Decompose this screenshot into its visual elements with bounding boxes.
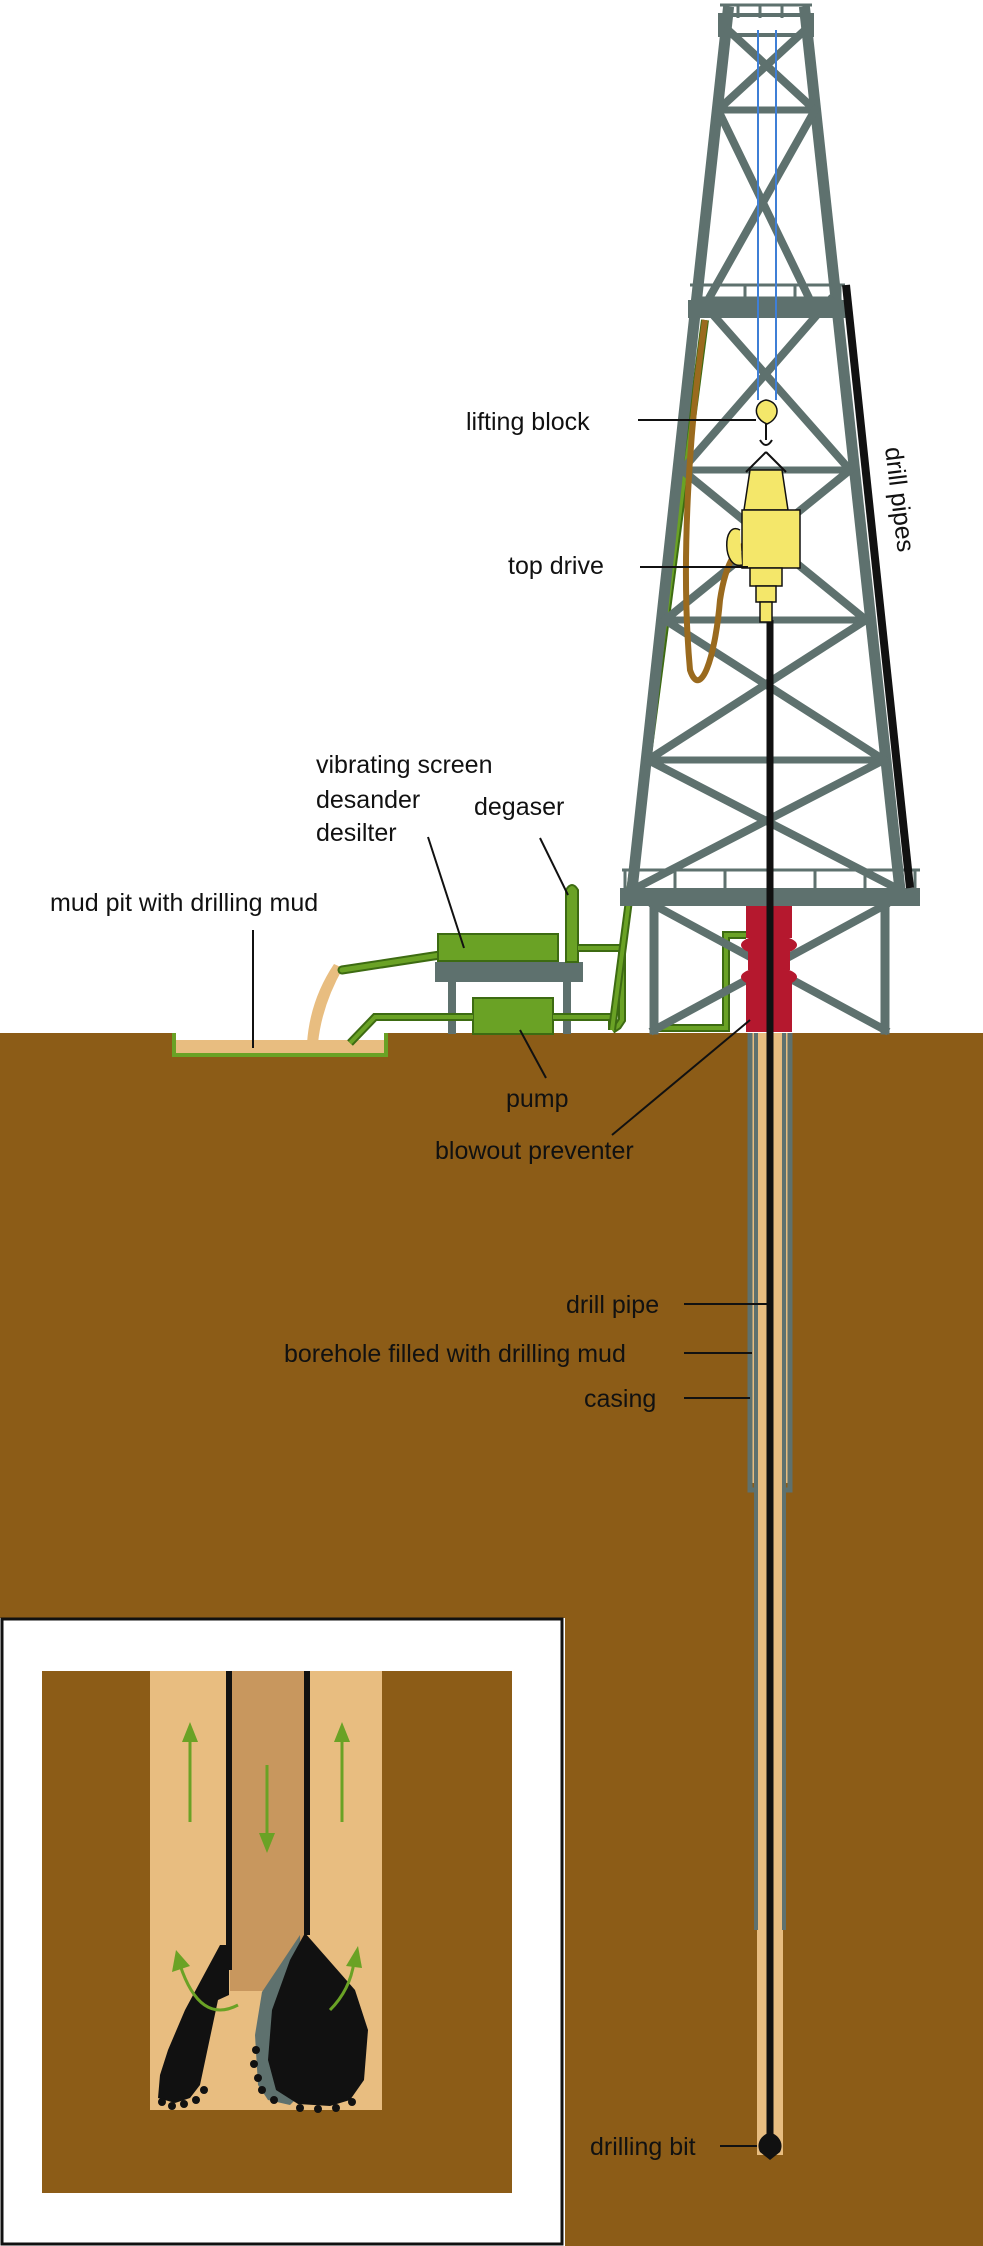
label-drilling-bit: drilling bit [590, 2133, 696, 2161]
inset-bit-cone-left [158, 1945, 229, 2103]
stacked-drill-pipes [842, 284, 914, 889]
suction-line-inner [348, 1015, 473, 1045]
ground [0, 1033, 983, 2246]
label-desilter: desilter [316, 819, 397, 847]
soil [0, 1033, 983, 2246]
labels: lifting block top drive drill pipes vibr… [50, 408, 920, 2161]
arrow-down-icon [259, 1833, 275, 1853]
arrow-curve-icon [346, 1946, 362, 1968]
label-casing: casing [584, 1385, 656, 1413]
degaser-unit [565, 884, 579, 963]
mud-return-stream [307, 964, 343, 1043]
casing-shoulder-right [785, 1480, 793, 1493]
label-top-drive: top drive [508, 552, 604, 580]
label-blowout-preventer: blowout preventer [435, 1137, 634, 1165]
label-vibrating-screen: vibrating screen [316, 751, 492, 779]
mud-pit-outline [172, 1033, 388, 1057]
return-line-inner [339, 952, 443, 973]
lifting-block-shape [755, 399, 778, 446]
label-desander: desander [316, 786, 420, 814]
pump-discharge-line-inner [553, 1015, 614, 1030]
label-degaser: degaser [474, 793, 564, 821]
stand-leg [563, 980, 571, 1034]
arrow-curve-icon [172, 1950, 190, 1972]
arrow-up-icon [334, 1722, 350, 1742]
equipment-platform [435, 962, 583, 982]
mud-equipment [337, 319, 746, 1046]
flow-line-inner [650, 933, 746, 1030]
drill-bit-shape [758, 2132, 782, 2160]
label-drill-pipes: drill pipes [879, 445, 920, 553]
inset-bit-cone-right [268, 1933, 368, 2106]
drill-lines [757, 30, 777, 400]
label-mud-pit: mud pit with drilling mud [50, 889, 318, 917]
label-drill-pipe: drill pipe [566, 1291, 659, 1319]
casing-shoulder-left [747, 1480, 755, 1493]
mud-pit-mud [176, 1040, 384, 1053]
bit-closeup-inset [0, 1617, 564, 2246]
crown-block [718, 3, 814, 37]
pump-unit [472, 997, 554, 1035]
arrow-up-icon [182, 1722, 198, 1742]
top-drive-shape [726, 451, 801, 623]
stand-leg [448, 980, 456, 1034]
mud-pit [172, 964, 388, 1057]
vibrating-screen-unit [437, 933, 559, 962]
label-borehole: borehole filled with drilling mud [284, 1340, 626, 1368]
inset-flow-arrows [172, 1722, 362, 2012]
leader-lines [252, 419, 767, 2147]
inset-bit-teeth [158, 2046, 356, 2113]
monkey-board [688, 283, 846, 318]
label-lifting-block: lifting block [466, 408, 590, 436]
borehole [747, 1033, 793, 2160]
blowout-preventer-shape [741, 906, 797, 1032]
rotary-hose [682, 319, 754, 684]
label-pump: pump [506, 1085, 569, 1113]
